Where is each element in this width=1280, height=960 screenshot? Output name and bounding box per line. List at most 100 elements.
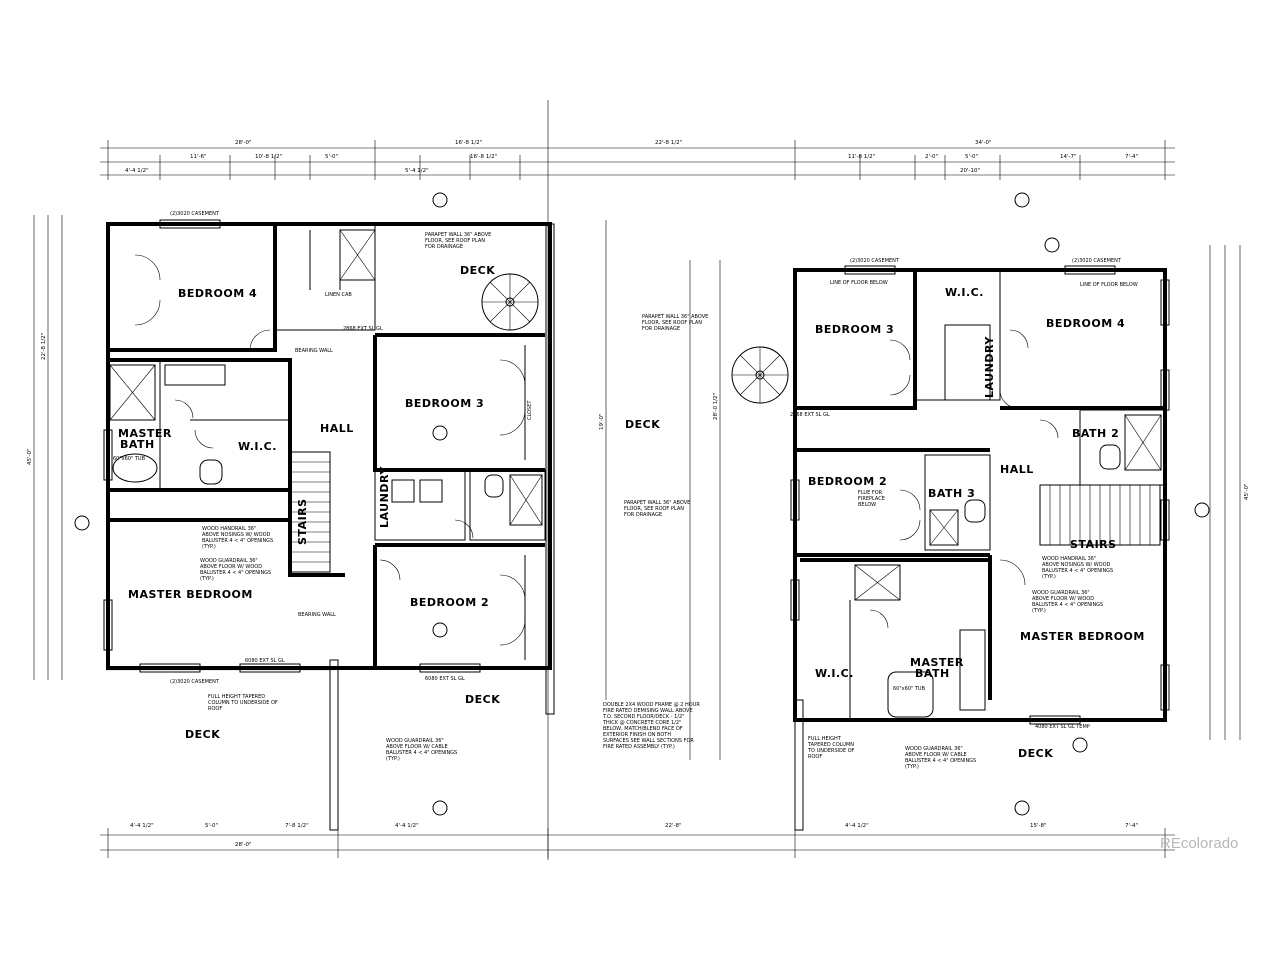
note-guardrail-r-1: WOOD GUARDRAIL 36" bbox=[1032, 590, 1090, 596]
label-right-master-bath-1: MASTER bbox=[910, 656, 964, 669]
note-column-1: FULL HEIGHT TAPERED bbox=[208, 694, 265, 700]
section-marker-icon bbox=[432, 425, 448, 441]
dim-top-r3: 5'-0" bbox=[965, 154, 978, 160]
note-guardrail-r-2: ABOVE FLOOR W/ WOOD bbox=[1032, 596, 1094, 602]
note-column-r-2: TAPERED COLUMN bbox=[807, 742, 854, 748]
note-line-floor-2: LINE OF FLOOR BELOW bbox=[1080, 282, 1138, 288]
left-master-bath-walls bbox=[108, 358, 292, 492]
right-spiral-stair bbox=[731, 346, 789, 404]
note-handrail-1: WOOD HANDRAIL 36" bbox=[202, 526, 256, 532]
dim-bot-l4: 4'-4 1/2" bbox=[395, 823, 419, 829]
note-cable-4: (TYP.) bbox=[386, 756, 400, 762]
right-bath3-toilet bbox=[964, 499, 986, 523]
note-handrail-r-2: ABOVE NOSINGS W/ WOOD bbox=[1042, 562, 1111, 568]
note-cable-1: WOOD GUARDRAIL 36" bbox=[386, 738, 444, 744]
dim-top-r6: 20'-10" bbox=[960, 168, 980, 174]
note-ext-gl-3: 4080 EXT SL GL TEMP bbox=[1035, 724, 1090, 730]
right-unit-outline bbox=[793, 268, 1167, 722]
left-stair-treads bbox=[290, 461, 330, 563]
section-marker-icon bbox=[1072, 737, 1088, 753]
label-right-bath3: BATH 3 bbox=[928, 487, 975, 500]
note-casement-2: (2)3020 CASEMENT bbox=[850, 258, 900, 264]
center-room-labels: DECK bbox=[625, 418, 660, 431]
left-laundry-box bbox=[374, 469, 466, 541]
note-column-2: COLUMN TO UNDERSIDE OF bbox=[208, 700, 278, 706]
dim-bot-l3: 7'-8 1/2" bbox=[285, 823, 309, 829]
left-bath-box bbox=[469, 469, 546, 541]
dim-bot-c1: 22'-8" bbox=[665, 823, 682, 829]
note-guardrail-l-2: ABOVE FLOOR W/ WOOD bbox=[200, 564, 262, 570]
right-master-shower bbox=[854, 564, 901, 601]
note-fire-3: T.O. SECOND FLOOR/DECK - 1/2" bbox=[602, 714, 685, 720]
dim-bot-r3: 7'-4" bbox=[1125, 823, 1138, 829]
right-bath3-shower bbox=[929, 509, 959, 546]
dimension-lines bbox=[33, 100, 1241, 860]
label-left-master-bedroom: MASTER BEDROOM bbox=[128, 588, 253, 601]
label-right-bedroom4: BEDROOM 4 bbox=[1046, 317, 1125, 330]
dim-top-l6: 5'-4 1/2" bbox=[405, 168, 429, 174]
section-marker-icon bbox=[432, 192, 448, 208]
label-right-bath2: BATH 2 bbox=[1072, 427, 1119, 440]
right-laundry-box bbox=[944, 324, 991, 401]
label-left-stairs: STAIRS bbox=[296, 498, 309, 545]
note-flue-1: FLUE FOR bbox=[858, 490, 883, 496]
note-handrail-2: ABOVE NOSINGS W/ WOOD bbox=[202, 532, 271, 538]
left-closet-core bbox=[274, 224, 376, 331]
right-unit bbox=[731, 265, 1170, 831]
section-marker-icon bbox=[432, 800, 448, 816]
note-parapet-mid-3: FOR DRAINAGE bbox=[642, 326, 680, 332]
note-column-r-1: FULL HEIGHT bbox=[808, 736, 842, 742]
label-left-master-bath-2: BATH bbox=[120, 438, 155, 451]
right-bath2-shower bbox=[1124, 414, 1162, 471]
label-right-master-bath-2: BATH bbox=[915, 667, 950, 680]
section-marker-icon bbox=[1014, 192, 1030, 208]
note-parapet-top-2: FLOOR, SEE ROOF PLAN bbox=[425, 238, 485, 244]
note-guardrail-l-4: (TYP.) bbox=[200, 576, 214, 582]
dim-top-r2: 2'-0" bbox=[925, 154, 938, 160]
left-bath-shower bbox=[509, 474, 543, 526]
left-bath-toilet bbox=[484, 474, 504, 498]
note-fire-8: FIRE RATED ASSEMBLY (TYP.) bbox=[603, 744, 675, 750]
dim-bot-l1: 4'-4 1/2" bbox=[130, 823, 154, 829]
note-line-floor-1: LINE OF FLOOR BELOW bbox=[830, 280, 888, 286]
right-master-vanity bbox=[959, 629, 986, 711]
section-marker-icon bbox=[1014, 800, 1030, 816]
note-ext-gl-1: 6080 EXT SL GL bbox=[245, 658, 285, 664]
left-door-swings bbox=[134, 254, 526, 646]
note-bearing-wall-1: BEARING WALL bbox=[295, 348, 333, 354]
note-ext-gl-2: 6080 EXT SL GL bbox=[425, 676, 465, 682]
label-left-deck-right: DECK bbox=[465, 693, 500, 706]
dim-left-side-2: 22'-8 1/2" bbox=[41, 333, 47, 360]
left-room-labels: BEDROOM 4 MASTER BATH W.I.C. HALL STAIRS… bbox=[118, 264, 500, 741]
dim-top-l2: 10'-8 1/2" bbox=[255, 154, 282, 160]
note-casement-3: (2)3020 CASEMENT bbox=[1072, 258, 1122, 264]
note-fire-1: DOUBLE 2X4 WOOD FRAME @ 2 HOUR bbox=[603, 702, 700, 708]
label-left-bedroom2: BEDROOM 2 bbox=[410, 596, 489, 609]
section-markers bbox=[74, 192, 1210, 816]
left-spiral-stair bbox=[481, 273, 539, 331]
dim-center-1: 19'-0" bbox=[599, 413, 605, 430]
note-fire-5: BELOW, MATCH/BLEND FACE OF bbox=[603, 726, 683, 732]
label-right-laundry: LAUNDRY bbox=[983, 336, 996, 398]
label-left-hall: HALL bbox=[320, 422, 354, 435]
label-right-master-bedroom: MASTER BEDROOM bbox=[1020, 630, 1145, 643]
dim-bot-r1: 4'-4 1/2" bbox=[845, 823, 869, 829]
left-shower-stall bbox=[109, 364, 156, 421]
note-guardrail-l-1: WOOD GUARDRAIL 36" bbox=[200, 558, 258, 564]
dim-top-r5: 7'-4" bbox=[1125, 154, 1138, 160]
note-fire-2: FIRE RATED DEMISING WALL ABOVE bbox=[603, 708, 693, 714]
label-right-stairs: STAIRS bbox=[1070, 538, 1117, 551]
note-linen-cab: LINEN CAB bbox=[325, 292, 352, 298]
annotation-notes: PARAPET WALL 36" ABOVE FLOOR, SEE ROOF P… bbox=[113, 211, 1138, 770]
left-toilet bbox=[199, 459, 223, 485]
note-tub-right: 60"x60" TUB bbox=[893, 686, 926, 692]
note-bearing-wall-2: BEARING WALL bbox=[298, 612, 336, 618]
note-parapet-low-2: FLOOR, SEE ROOF PLAN bbox=[624, 506, 684, 512]
note-casement-4: (2)3020 CASEMENT bbox=[170, 679, 220, 685]
note-parapet-mid-2: FLOOR, SEE ROOF PLAN bbox=[642, 320, 702, 326]
right-shower-x bbox=[854, 564, 901, 601]
dimension-text: 28'-0" 16'-8 1/2" 22'-8 1/2" 34'-0" 11'-… bbox=[27, 140, 1250, 848]
left-deck-post bbox=[329, 659, 339, 831]
note-parapet-low-1: PARAPET WALL 36" ABOVE bbox=[624, 500, 690, 506]
right-shower-x bbox=[929, 509, 959, 546]
